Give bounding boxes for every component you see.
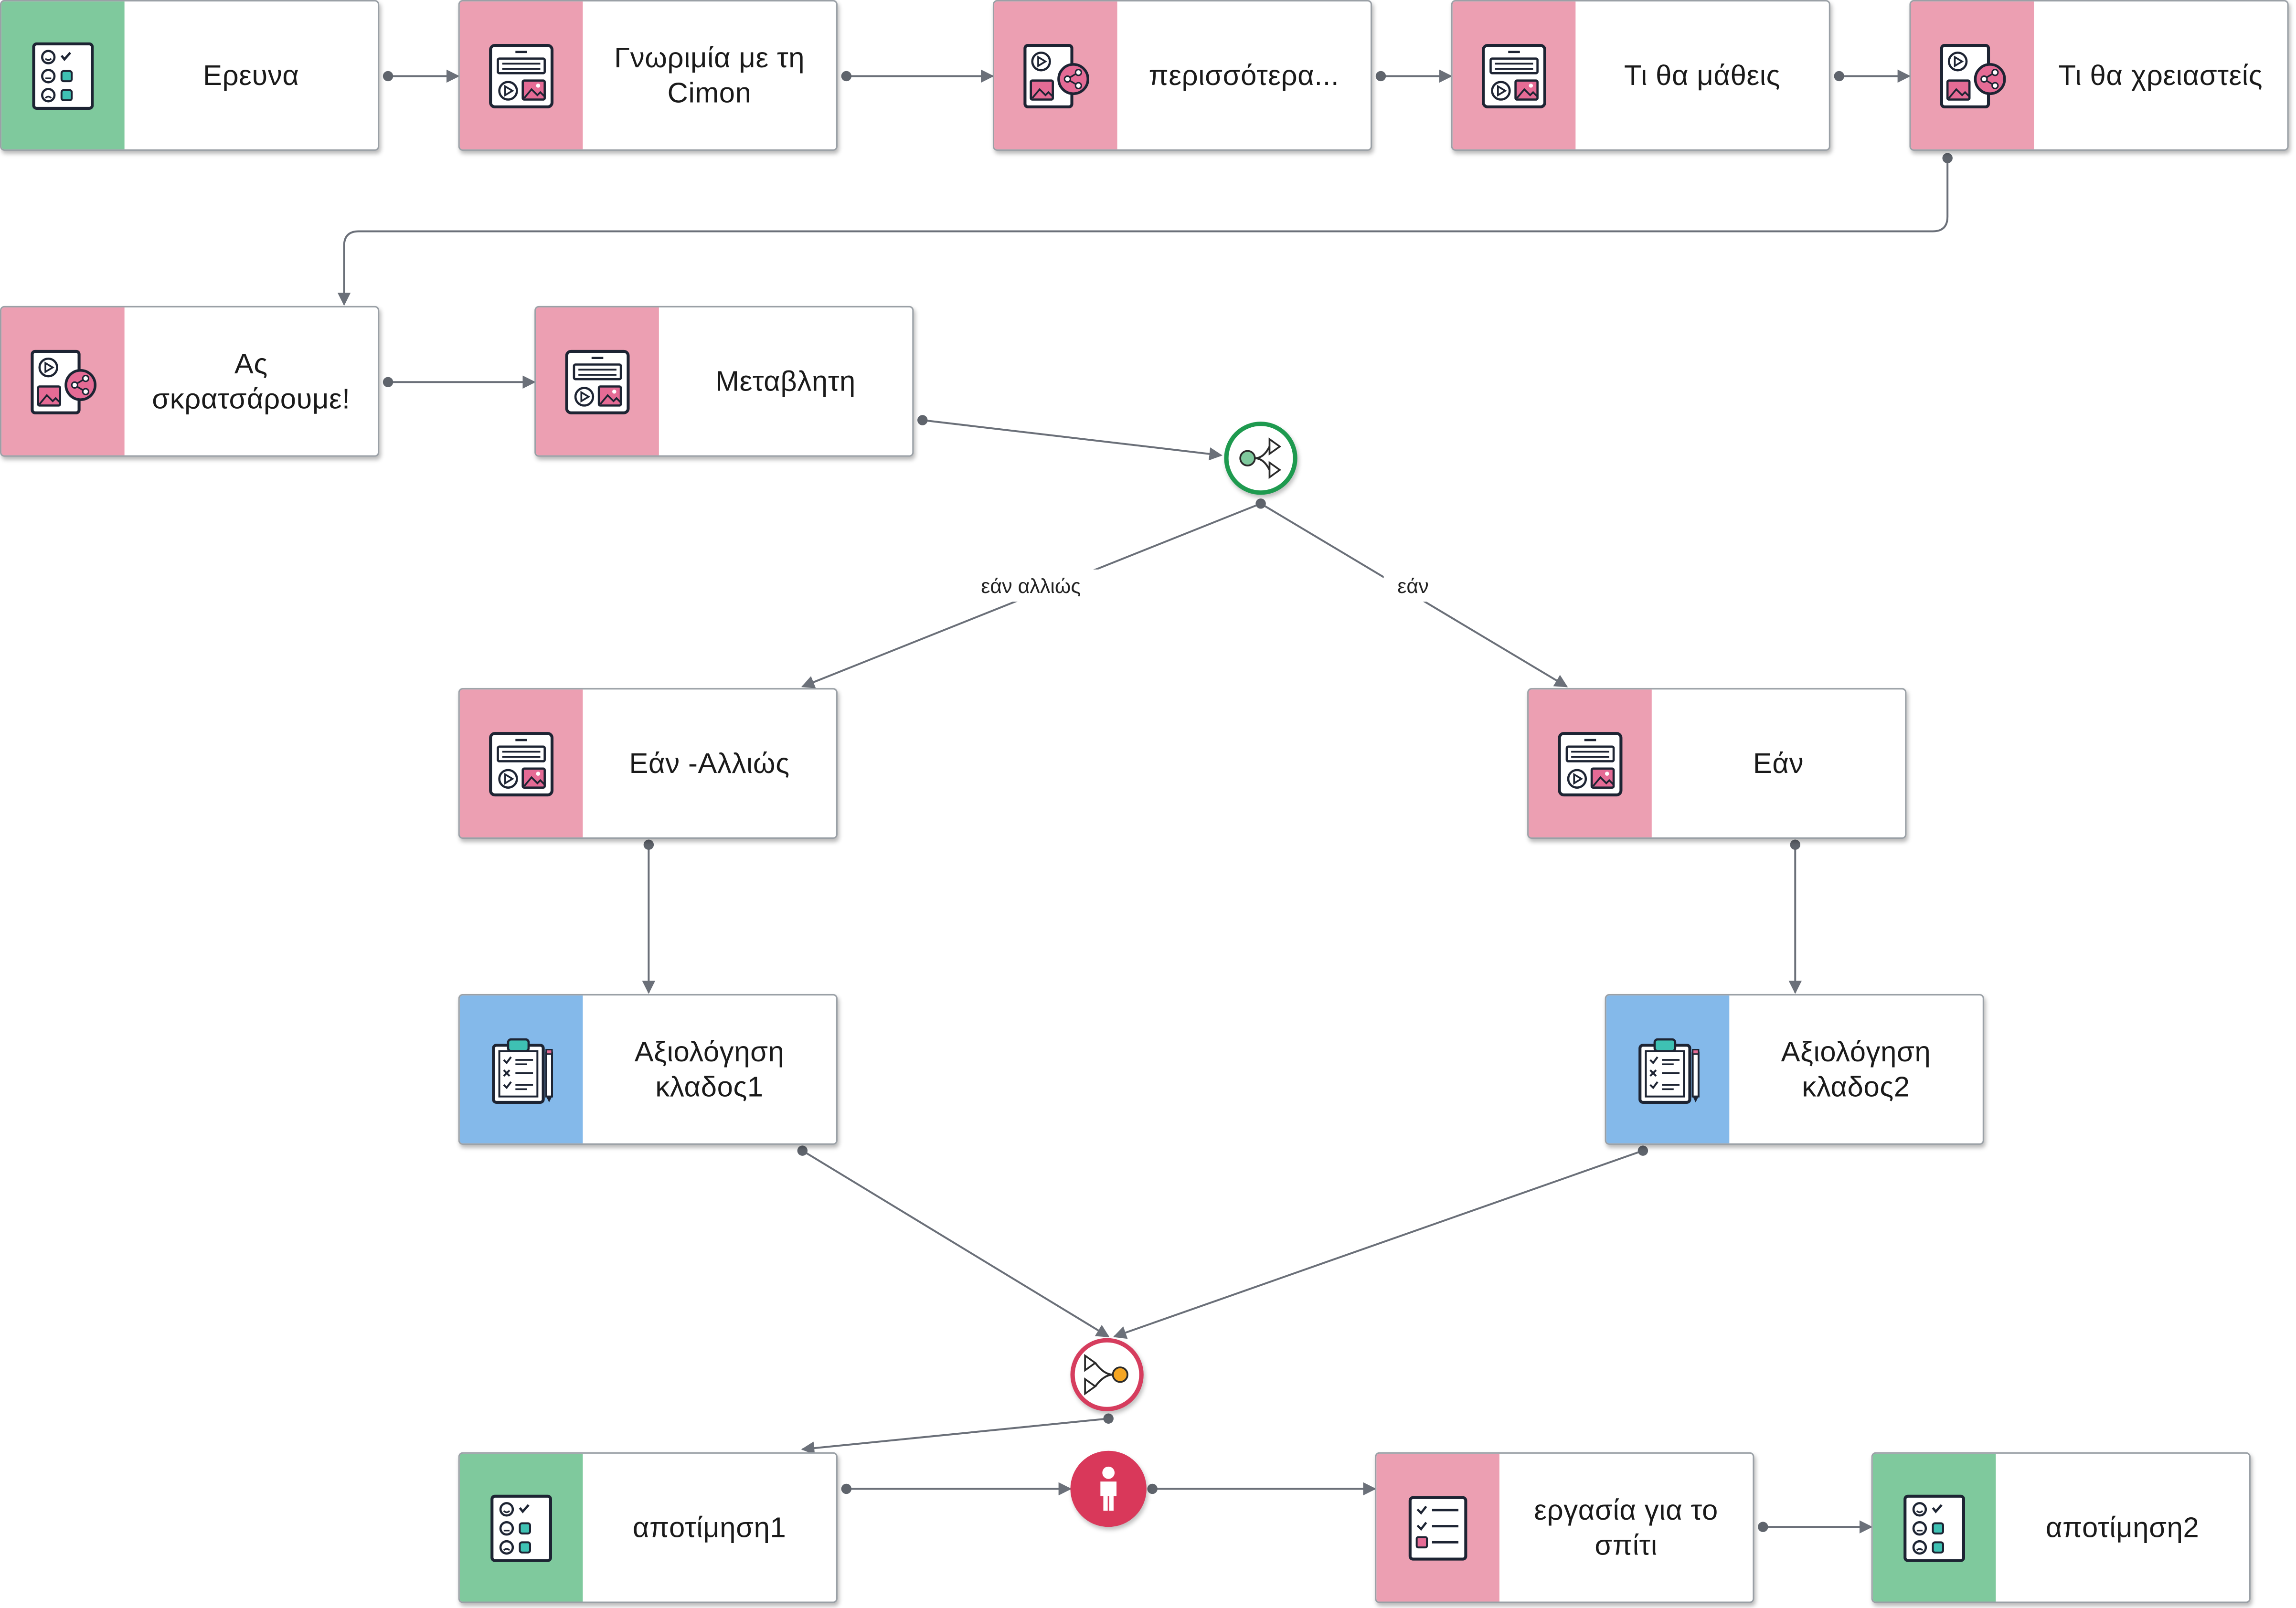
media-share-icon [1020, 40, 1091, 110]
media-share-icon [1937, 40, 2008, 110]
edge-label-else: εάν αλλιώς [981, 575, 1081, 598]
branch-split-gateway[interactable] [1224, 422, 1297, 495]
clipboard-icon [1633, 1034, 1703, 1104]
edge-label-if: εάν [1397, 575, 1428, 598]
node-ean-allios[interactable]: Εάν -Αλλιώς [458, 688, 838, 839]
node-ti-tha-matheis[interactable]: Τι θα μάθεις [1451, 0, 1830, 151]
node-label: Τι θα μάθεις [1624, 59, 1781, 92]
clipboard-icon [486, 1034, 556, 1104]
content-page-icon [486, 728, 556, 798]
node-apotimisi-1[interactable]: αποτίμηση1 [458, 1452, 838, 1603]
edge-n10-merge [802, 1150, 1110, 1338]
node-gnorimia[interactable]: Γνωριμία με τη Cimon [458, 0, 838, 151]
node-label: Τι θα χρειαστείς [2058, 59, 2263, 92]
node-ergasia[interactable]: εργασία για το σπίτι [1375, 1452, 1754, 1603]
node-label: Αξιολόγηση κλαδος1 [634, 1036, 785, 1103]
content-page-icon [486, 40, 556, 110]
node-label: αποτίμηση1 [632, 1511, 787, 1544]
node-erevna[interactable]: Ερευνα [0, 0, 380, 151]
node-ti-tha-xreiasteis[interactable]: Τι θα χρειαστείς [1909, 0, 2289, 151]
survey-icon [28, 40, 98, 110]
branch-split-icon [1239, 437, 1282, 479]
node-label: περισσότερα... [1148, 59, 1339, 92]
node-label: Αξιολόγηση κλαδος2 [1781, 1036, 1931, 1103]
node-apotimisi-2[interactable]: αποτίμηση2 [1871, 1452, 2251, 1603]
media-share-icon [28, 346, 98, 416]
node-perissotera[interactable]: περισσότερα... [992, 0, 1372, 151]
edge-n5-n6 [337, 158, 1949, 306]
edge-n7-split [922, 419, 1223, 461]
survey-icon [486, 1492, 556, 1563]
node-label: Ερευνα [203, 59, 299, 92]
edge-merge-n12 [801, 1418, 1109, 1455]
branch-merge-icon [1084, 1354, 1128, 1396]
node-label: Γνωριμία με τη Cimon [614, 42, 805, 109]
checklist-icon [1403, 1492, 1473, 1563]
branch-merge-gateway[interactable] [1070, 1338, 1144, 1411]
node-label: αποτίμηση2 [2045, 1511, 2200, 1544]
edge-n11-merge [1113, 1150, 1644, 1339]
person-icon [1100, 1466, 1117, 1511]
node-axiologisi-1[interactable]: Αξιολόγηση κλαδος1 [458, 994, 838, 1145]
person-gateway[interactable] [1070, 1450, 1147, 1527]
node-axiologisi-2[interactable]: Αξιολόγηση κλαδος2 [1605, 994, 1984, 1145]
content-page-icon [562, 346, 632, 416]
survey-icon [1899, 1492, 1969, 1563]
node-metavliti[interactable]: Μεταβλητη [534, 306, 914, 457]
node-label: Ας σκρατσάρουμε! [152, 348, 351, 415]
content-page-icon [1479, 40, 1549, 110]
node-label: εργασία για το σπίτι [1534, 1494, 1718, 1562]
node-label: Εάν -Αλλιώς [629, 747, 790, 780]
node-as-skratsaroume[interactable]: Ας σκρατσάρουμε! [0, 306, 380, 457]
node-label: Εάν [1753, 747, 1804, 780]
content-page-icon [1555, 728, 1625, 798]
node-ean[interactable]: Εάν [1527, 688, 1907, 839]
node-label: Μεταβλητη [715, 365, 856, 398]
